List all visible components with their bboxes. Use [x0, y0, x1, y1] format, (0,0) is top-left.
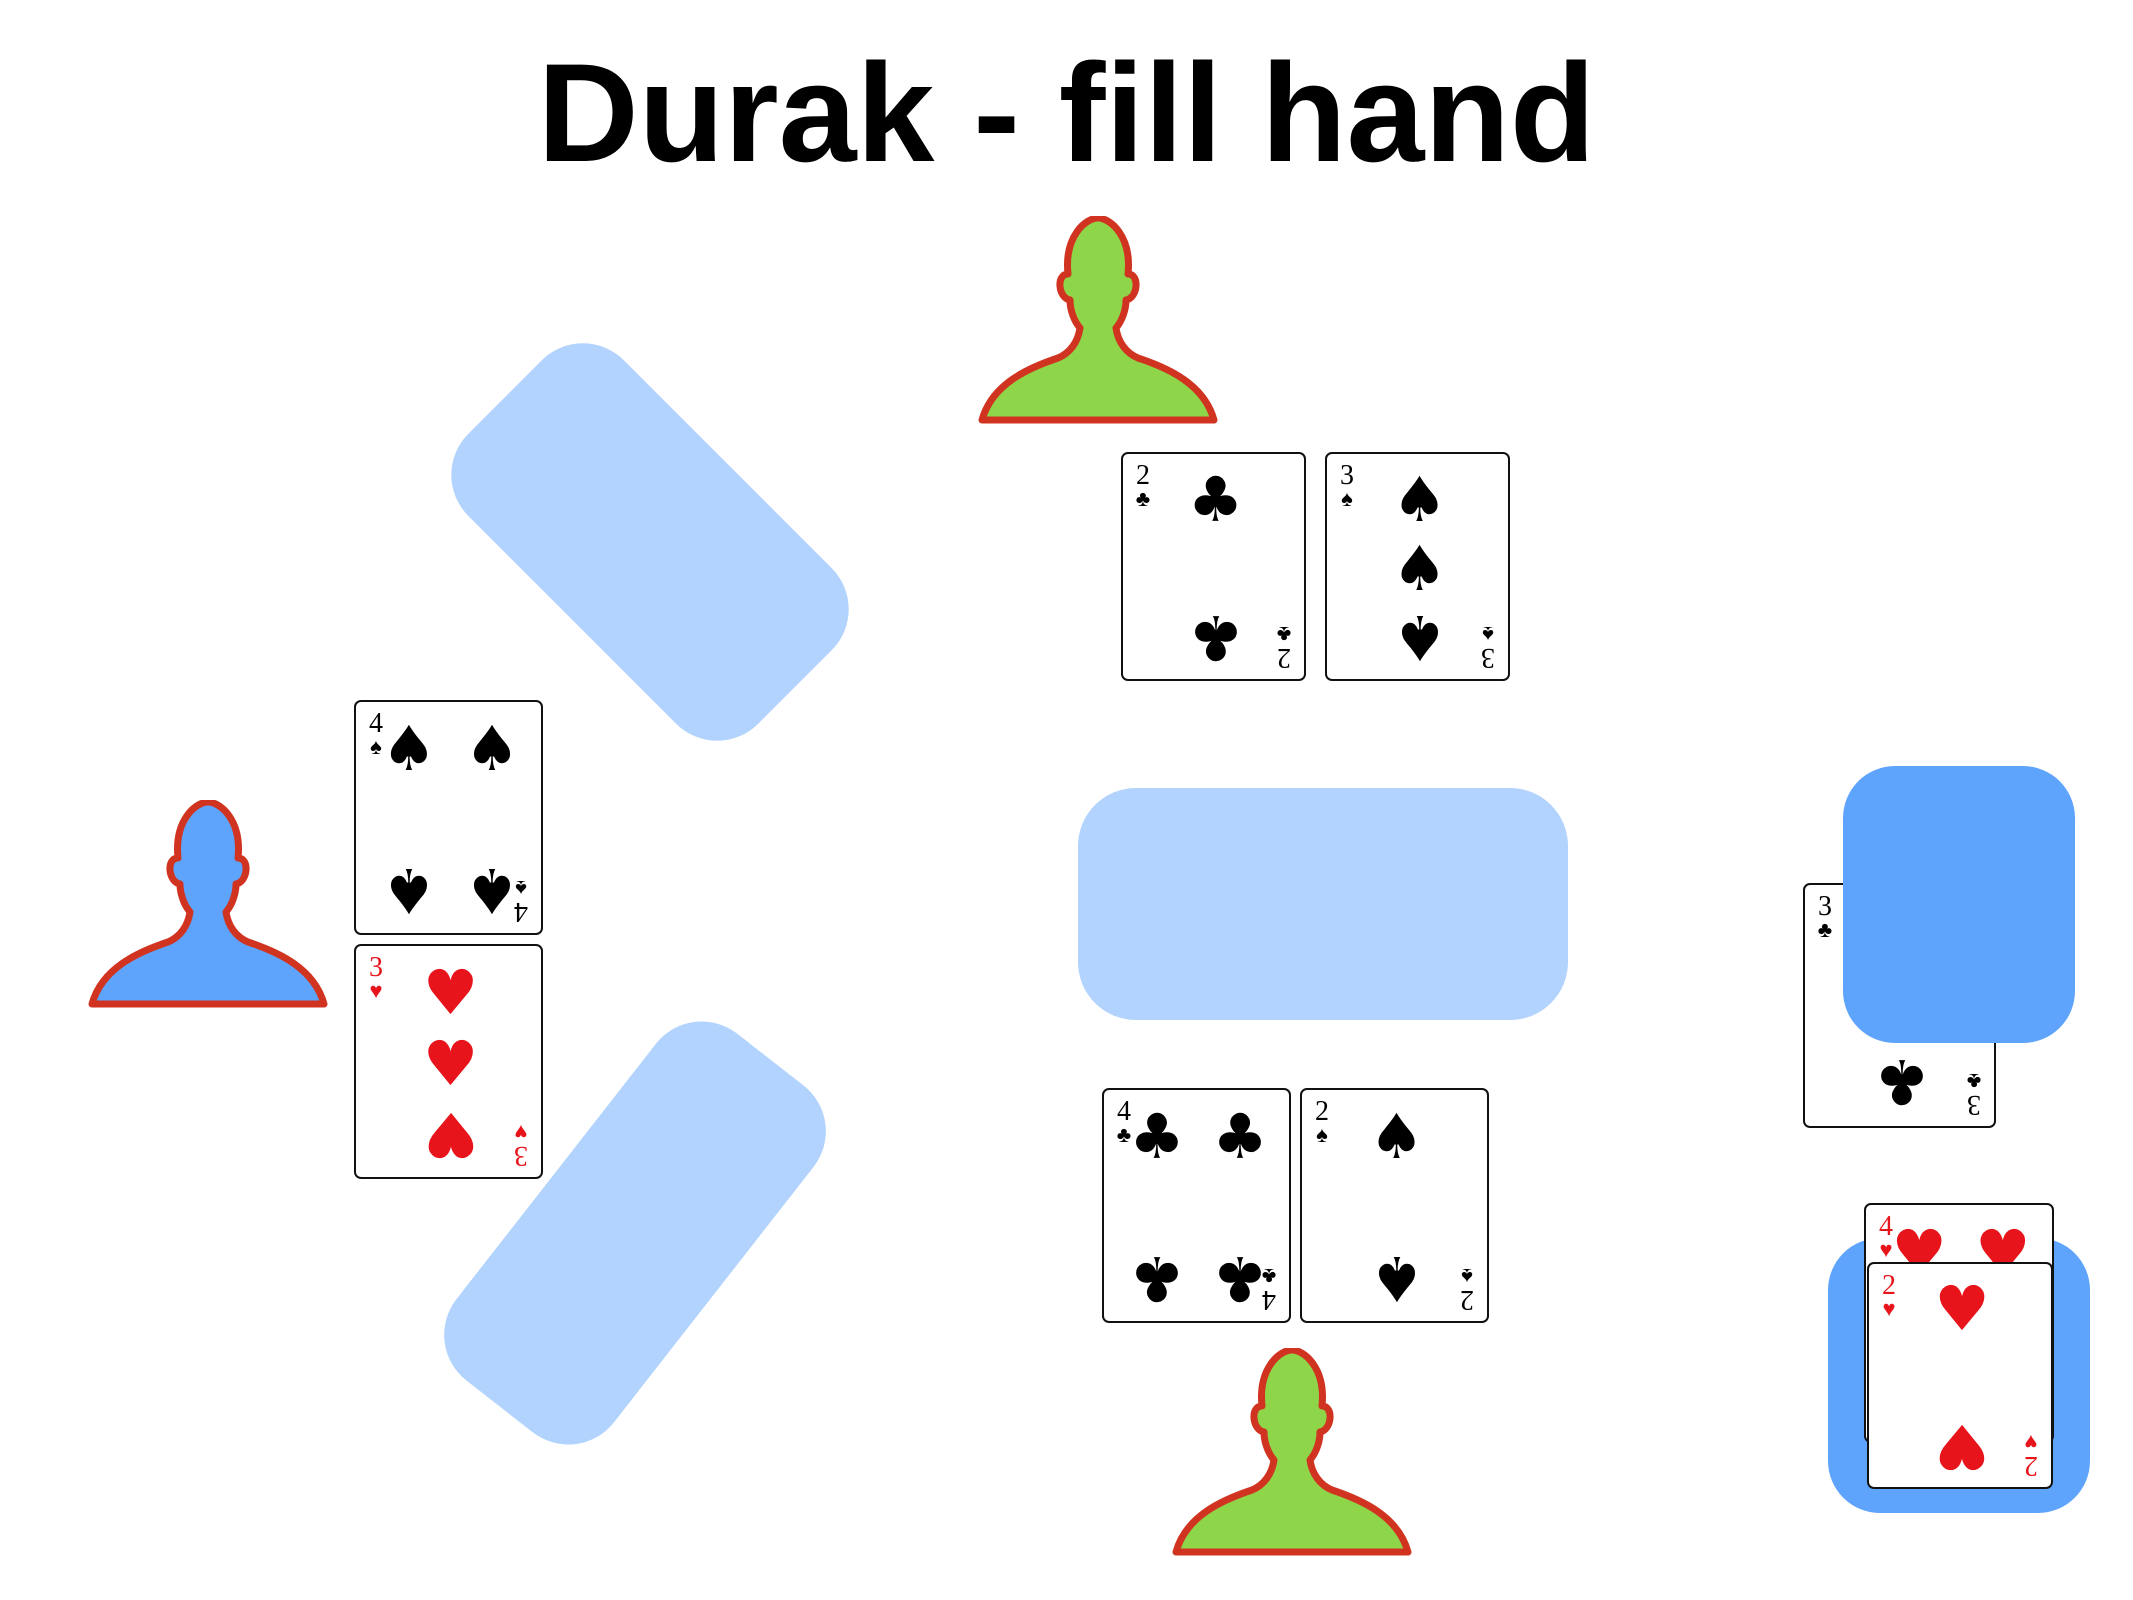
card-pip-icon: ♣	[1129, 1100, 1185, 1173]
card-corner-index: 3♣	[1813, 893, 1837, 941]
card-rank: 2	[1315, 1096, 1329, 1127]
card-suit-icon: ♥	[1879, 1237, 1893, 1262]
player-top	[978, 216, 1218, 424]
card-pip-icon: ♥	[422, 1026, 479, 1100]
page-title: Durak - fill hand	[537, 34, 1596, 191]
card-pip-icon: ♣	[1129, 1242, 1185, 1315]
card-rank: 4	[1117, 1096, 1131, 1127]
card-corner-index: 3♠	[1476, 622, 1500, 673]
card-corner-index: 2♥	[1877, 1272, 1901, 1320]
card-pip-icon: ♠	[381, 854, 437, 927]
card-pip-icon: ♥	[422, 956, 479, 1029]
deck-back[interactable]	[1843, 766, 2075, 1043]
card-pip-icon: ♠	[1391, 531, 1448, 605]
card-pip-icon: ♠	[1391, 462, 1448, 536]
card-rank: 4	[369, 708, 383, 739]
card-suit-icon: ♠	[1316, 1122, 1328, 1147]
card-pip-icon: ♥	[1934, 1272, 1990, 1346]
card-pip-icon: ♠	[1368, 1100, 1425, 1173]
playing-card[interactable]: 3♠3♠♠♠♠	[1325, 452, 1510, 681]
playing-card[interactable]: 4♣4♣♣♣♣♣	[1102, 1088, 1291, 1323]
card-rank: 3	[369, 952, 383, 983]
card-suit-icon: ♣	[1966, 1069, 1982, 1094]
card-rank: 2	[1136, 460, 1150, 491]
card-pip-icon: ♠	[464, 712, 520, 785]
play-zone-center[interactable]	[1078, 788, 1568, 1020]
card-pip-icon: ♠	[464, 854, 520, 927]
card-corner-index: 3♥	[509, 1120, 533, 1171]
player-bottom	[1172, 1348, 1412, 1556]
playing-card[interactable]: 2♠2♠♠♠	[1300, 1088, 1489, 1323]
card-suit-icon: ♣	[1276, 622, 1292, 647]
card-pip-icon: ♥	[422, 1098, 479, 1171]
card-rank: 3	[1967, 1089, 1981, 1120]
card-corner-index: 2♥	[2019, 1430, 2043, 1481]
card-suit-icon: ♠	[370, 734, 382, 759]
card-pip-icon: ♣	[1212, 1100, 1268, 1173]
card-pip-icon: ♣	[1212, 1242, 1268, 1315]
card-suit-icon: ♣	[1135, 486, 1151, 511]
card-rank: 3	[1340, 460, 1354, 491]
card-corner-index: 4♣	[1112, 1098, 1136, 1146]
playing-card[interactable]: 3♥3♥♥♥♥	[354, 944, 543, 1179]
card-suit-icon: ♠	[1482, 622, 1494, 647]
card-suit-icon: ♥	[2024, 1430, 2038, 1455]
card-rank: 2	[1882, 1270, 1896, 1301]
card-corner-index: 4♥	[1874, 1213, 1898, 1261]
card-pip-icon: ♠	[1368, 1242, 1425, 1315]
card-corner-index: 3♠	[1335, 462, 1359, 510]
card-suit-icon: ♣	[1817, 917, 1833, 942]
card-pip-icon: ♣	[1187, 462, 1244, 536]
playing-card[interactable]: 4♠4♠♠♠♠♠	[354, 700, 543, 935]
card-corner-index: 3♣	[1962, 1069, 1986, 1120]
person-silhouette-icon	[1172, 1348, 1412, 1556]
card-rank: 2	[1460, 1284, 1474, 1315]
card-rank: 3	[1481, 642, 1495, 673]
person-silhouette-icon	[88, 800, 328, 1008]
card-suit-icon: ♠	[1461, 1264, 1473, 1289]
card-pip-icon: ♥	[1934, 1409, 1990, 1483]
card-suit-icon: ♠	[1341, 486, 1353, 511]
card-rank: 2	[2024, 1450, 2038, 1481]
card-rank: 2	[1277, 642, 1291, 673]
card-suit-icon: ♥	[369, 978, 383, 1003]
person-silhouette-icon	[978, 216, 1218, 424]
card-suit-icon: ♣	[1116, 1122, 1132, 1147]
card-corner-index: 2♣	[1272, 622, 1296, 673]
card-suit-icon: ♥	[1882, 1296, 1896, 1321]
card-corner-index: 2♠	[1310, 1098, 1334, 1146]
card-rank: 4	[1879, 1211, 1893, 1242]
card-pip-icon: ♠	[1391, 601, 1448, 675]
card-pip-icon: ♣	[1187, 601, 1244, 675]
play-zone-upper-left[interactable]	[427, 319, 873, 765]
card-corner-index: 3♥	[364, 954, 388, 1002]
playing-card[interactable]: 2♥2♥♥♥	[1867, 1262, 2053, 1489]
card-corner-index: 2♣	[1131, 462, 1155, 510]
card-corner-index: 4♠	[364, 710, 388, 758]
card-pip-icon: ♠	[381, 712, 437, 785]
playing-card[interactable]: 2♣2♣♣♣	[1121, 452, 1306, 681]
card-corner-index: 2♠	[1455, 1264, 1479, 1315]
player-left	[88, 800, 328, 1008]
card-rank: 3	[1818, 891, 1832, 922]
card-pip-icon: ♣	[1873, 1045, 1930, 1118]
card-rank: 3	[514, 1140, 528, 1171]
card-suit-icon: ♥	[514, 1120, 528, 1145]
